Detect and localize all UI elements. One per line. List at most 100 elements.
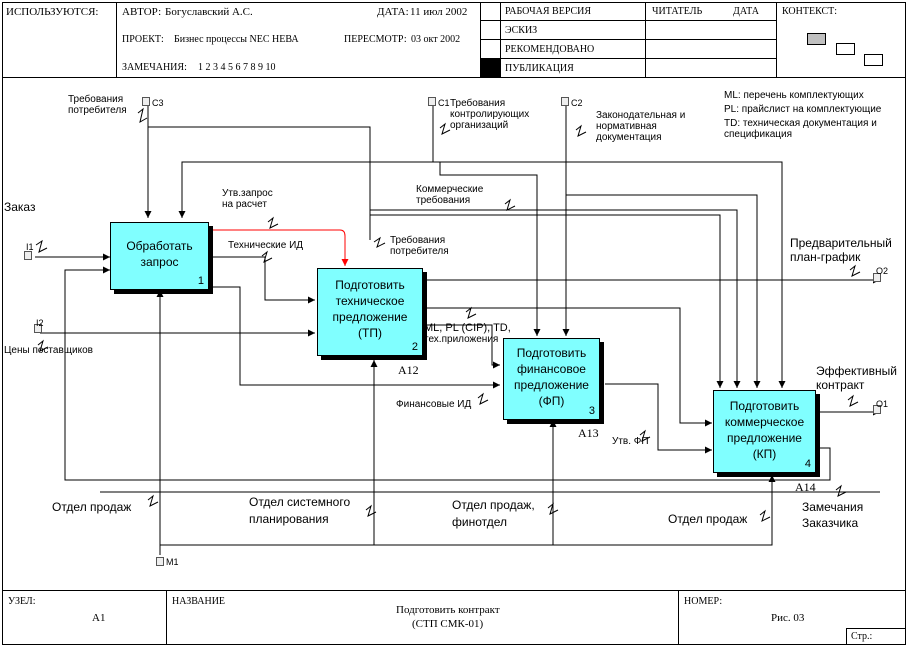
label-ml-pl-td: ML, PL (CIP), TD, тех.приложения xyxy=(424,322,511,346)
arrow-c3-branch xyxy=(148,126,371,240)
box2-code: A12 xyxy=(398,363,419,377)
label-legislative-l1: Законодательная и xyxy=(596,110,686,121)
squiggle-fin-id xyxy=(477,392,489,405)
legend-line3: TD: техническая документация и xyxy=(724,118,877,129)
tunnel-i1-icon xyxy=(24,251,32,260)
box1-number: 1 xyxy=(197,275,204,287)
label-sys-planning: Отдел системного планирования xyxy=(249,495,350,526)
label-req-control-l2: контролирующих xyxy=(450,109,530,120)
label-sys-planning-l2: планирования xyxy=(249,512,329,526)
label-sys-planning-l1: Отдел системного xyxy=(249,495,351,509)
status-draft: ЭСКИЗ xyxy=(505,25,538,36)
tunnel-c1-icon xyxy=(428,97,436,106)
arrow-c1-box4 xyxy=(433,161,786,388)
squiggle-sys-planning xyxy=(365,504,377,517)
squiggle-sales2 xyxy=(759,509,771,522)
label-c1: C1 xyxy=(438,98,450,108)
name-label: НАЗВАНИЕ xyxy=(172,596,226,607)
squiggle-commercial-req xyxy=(504,198,516,211)
activity-box-3[interactable]: Подготовить финансовое предложение (ФП) … xyxy=(503,338,600,420)
label-approved-request: Утв.запрос на расчет xyxy=(222,188,273,210)
box3-number: 3 xyxy=(588,405,595,417)
activity-box-2[interactable]: Подготовить техническое предложение (ТП)… xyxy=(317,268,423,356)
label-supplier-prices: Цены поставщиков xyxy=(4,345,93,356)
used-label: ИСПОЛЬЗУЮТСЯ: xyxy=(6,6,99,18)
legend-line2: PL: прайслист на комплектующие xyxy=(724,104,882,115)
label-commercial-req-l2: требования xyxy=(416,195,471,206)
arrow-commercial-req-2 xyxy=(370,214,724,388)
author-label: АВТОР: xyxy=(122,6,162,18)
label-order: Заказ xyxy=(4,200,36,214)
reader-label: ЧИТАТЕЛЬ xyxy=(652,6,703,17)
rev-value: 03 окт 2002 xyxy=(411,34,461,45)
label-approved-request-l2: на расчет xyxy=(222,199,267,210)
label-prelim-plan-l1: Предварительный xyxy=(790,236,892,250)
label-i1: I1 xyxy=(26,242,34,252)
tunnel-c3-icon xyxy=(142,97,150,106)
label-req-consumer-l1: Требования xyxy=(68,94,124,105)
label-prelim-plan: Предварительный план-график xyxy=(790,236,892,264)
label-req-control: Требования контролирующих организаций xyxy=(450,98,529,131)
box2-line2: техническое xyxy=(335,294,405,308)
label-o1: O1 xyxy=(876,399,889,409)
box3-line4: (ФП) xyxy=(538,394,565,408)
label-sales-fin-l2: финотдел xyxy=(452,515,507,529)
label-legislative-l2: нормативная xyxy=(596,121,657,132)
node-label: УЗЕЛ: xyxy=(8,596,36,607)
squiggle-approved-request xyxy=(267,216,279,229)
box2-line3: предложение xyxy=(332,310,408,324)
arrow-fin-id xyxy=(208,286,500,389)
arrow-tp-to-box4 xyxy=(425,307,712,427)
label-o2: O2 xyxy=(876,266,889,276)
rev-label: ПЕРЕСМОТР: xyxy=(344,34,407,45)
label-c2: C2 xyxy=(571,98,583,108)
squiggle-approved-fp xyxy=(639,429,651,442)
label-legislative-l3: документация xyxy=(596,132,662,143)
label-ml-pl-td-l2: тех.приложения xyxy=(424,334,499,345)
label-req-consumer-l2: потребителя xyxy=(68,105,127,116)
status-recommended: РЕКОМЕНДОВАНО xyxy=(505,44,595,55)
project-value: Бизнес процессы NEC НЕВА xyxy=(174,34,299,45)
arrow-ml-pl-td xyxy=(425,324,500,369)
label-req-control-l3: организаций xyxy=(450,120,509,131)
arrow-c1-box1 xyxy=(178,161,433,218)
project-label: ПРОЕКТ: xyxy=(122,34,164,45)
reader-date-label: ДАТА xyxy=(733,6,759,17)
tunnel-c2-icon xyxy=(561,97,569,106)
label-tech-id: Технические ИД xyxy=(228,240,304,251)
arrow-approved-fp xyxy=(605,383,712,454)
number-label: НОМЕР: xyxy=(684,596,723,607)
context-label: КОНТЕКСТ: xyxy=(782,6,838,17)
box2-number: 2 xyxy=(411,341,418,353)
label-m1: M1 xyxy=(166,557,179,567)
label-legislative: Законодательная и нормативная документац… xyxy=(596,110,685,143)
arrow-approved-request xyxy=(208,229,349,266)
label-effective-contract-l2: контракт xyxy=(816,378,865,392)
box2-line4: (ТП) xyxy=(358,326,382,340)
label-c3: C3 xyxy=(152,98,164,108)
status-publication: ПУБЛИКАЦИЯ xyxy=(505,63,574,74)
label-ml-pl-td-l1: ML, PL (CIP), TD, xyxy=(424,322,511,334)
squiggle-sales xyxy=(147,494,159,507)
label-req-consumer: Требования потребителя xyxy=(68,94,127,116)
tunnel-i2-icon xyxy=(34,324,42,333)
squiggle-ml-pl-td xyxy=(465,306,477,319)
squiggle-c2 xyxy=(575,124,587,137)
squiggle-customer-notes xyxy=(835,484,847,497)
arrow-m1-box4 xyxy=(553,475,776,546)
squiggle-c1 xyxy=(439,122,451,135)
label-sales-dept2: Отдел продаж xyxy=(668,512,748,526)
label-commercial-req-l1: Коммерческие xyxy=(416,184,484,195)
squiggle-sales-fin xyxy=(547,502,559,515)
activity-box-1[interactable]: Обработать запрос 1 xyxy=(110,222,209,290)
arrow-tech-id xyxy=(208,256,315,304)
label-financial-id: Финансовые ИД xyxy=(396,399,472,410)
notes-value: 1 2 3 4 5 6 7 8 9 10 xyxy=(198,62,276,73)
activity-box-4[interactable]: Подготовить коммерческое предложение (КП… xyxy=(713,390,816,473)
date-label: ДАТА: xyxy=(377,6,409,18)
arrow-c2-box4 xyxy=(566,194,761,388)
squiggle-tech-id xyxy=(261,250,273,263)
box4-line1: Подготовить xyxy=(729,399,800,413)
